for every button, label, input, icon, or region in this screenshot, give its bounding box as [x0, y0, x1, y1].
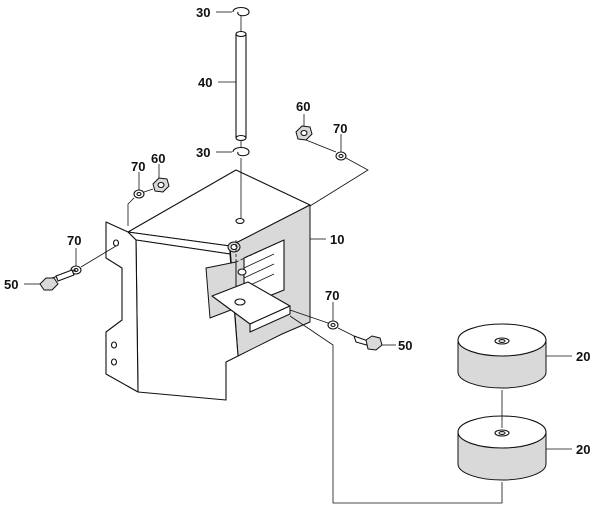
callout-70-lower-right: 70 [325, 288, 339, 303]
callout-60-left: 60 [151, 151, 165, 166]
foot-part-20-upper [457, 323, 547, 389]
clip-part-30-lower [232, 146, 250, 157]
callout-60-right: 60 [296, 99, 310, 114]
callout-30-top: 30 [196, 5, 210, 20]
bolt-part-50-left [39, 269, 77, 291]
callout-30-lower: 30 [196, 145, 210, 160]
callout-70-left-top: 70 [131, 159, 145, 174]
bracket-part-10 [105, 169, 311, 401]
bolt-part-50-right [353, 335, 383, 351]
washer-part-70-right [335, 151, 347, 161]
callout-50-right: 50 [398, 338, 412, 353]
clip-part-30-top [232, 6, 250, 17]
callout-50-left: 50 [4, 277, 18, 292]
callout-70-right: 70 [333, 121, 347, 136]
foot-part-20-lower [457, 415, 547, 481]
washer-part-70-left-top [133, 189, 145, 199]
callout-40: 40 [198, 75, 212, 90]
callout-70-left: 70 [67, 233, 81, 248]
callout-20-lower: 20 [576, 442, 590, 457]
nut-part-60-left [152, 177, 170, 193]
washer-part-70-lower-right [327, 320, 339, 330]
nut-part-60-right [295, 125, 313, 141]
callout-20-upper: 20 [576, 349, 590, 364]
pin-part-40 [235, 14, 247, 218]
callout-10: 10 [330, 232, 344, 247]
